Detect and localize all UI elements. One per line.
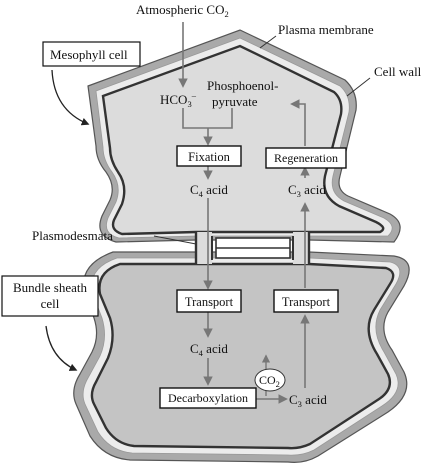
c3-acid-top-label: C3 acid [288,182,326,199]
co2-label: CO2 [259,373,280,389]
bundle-sheath-label-box [1,275,99,317]
transport-right-label: Transport [282,295,331,309]
mesophyll-callout-arrow [51,69,90,126]
cell-wall-label: Cell wall [374,64,422,79]
transport-left-box [176,289,242,313]
pep-label-line1: Phosphoenol- [207,78,279,93]
plasmodesmata-channel-right [293,232,309,264]
hco3-label: HCO3– [160,90,197,109]
plasmodesmata-label: Plasmodesmata [32,228,113,243]
fixation-label: Fixation [188,150,230,164]
transport-left-label: Transport [185,295,234,309]
plasma-membrane-leader-line [259,35,277,49]
transport-right-box [273,289,339,313]
arrow-merge-to-fixation [182,108,233,144]
c4-acid-top-label: C4 acid [190,182,228,199]
regeneration-box [265,147,347,169]
regeneration-label: Regeneration [274,151,338,165]
decarboxylation-box [159,387,257,409]
fixation-box [176,145,242,167]
bundle-sheath-callout-arrow [45,325,78,371]
c4-acid-bottom-label: C4 acid [190,341,228,358]
mesophyll-cytoplasm [101,44,385,236]
c3-acid-bottom-label: C3 acid [289,392,327,409]
plasmodesmata-channel-left [196,232,212,264]
pep-label-line2: pyruvate [212,94,258,109]
co2-bubble [254,368,286,392]
bundle-sheath-label-line1: Bundle sheath [13,280,88,295]
mesophyll-cell-label: Mesophyll cell [50,47,128,62]
mesophyll-cell-label-box [42,41,141,67]
bundle-sheath-label-line2: cell [41,296,60,311]
cell-wall-leader-line [346,77,371,97]
arrow-regeneration-to-pep [290,99,306,146]
bundle-sheath-cytoplasm [90,262,395,450]
plasma-membrane-label: Plasma membrane [278,22,374,37]
decarboxylation-label: Decarboxylation [168,391,248,405]
atmospheric-co2-label: Atmospheric CO2 [136,2,229,19]
plasmodesmata-leader-line [153,235,197,245]
